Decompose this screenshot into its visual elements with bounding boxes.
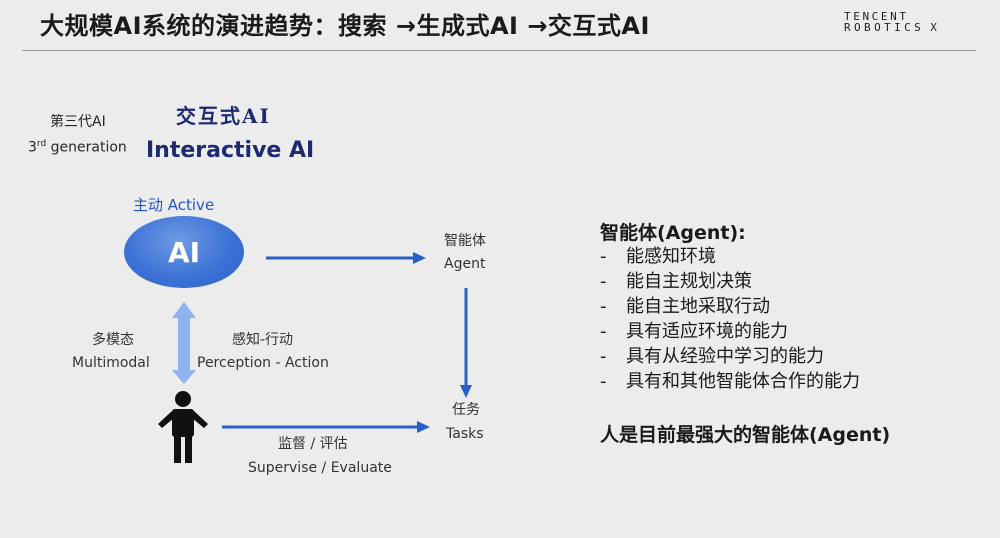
list-item: -具有和其他智能体合作的能力 xyxy=(600,371,860,392)
supervise-label-cn: 监督 / 评估 xyxy=(278,436,348,452)
tasks-label-en: Tasks xyxy=(446,426,484,442)
ai-to-agent-arrow xyxy=(266,252,426,264)
list-item: -具有适应环境的能力 xyxy=(600,321,788,342)
brand-logo: TENCENT ROBOTICS X xyxy=(844,11,940,33)
ai-node-label: AI xyxy=(167,235,201,269)
title-divider xyxy=(22,50,976,51)
tasks-label-cn: 任务 xyxy=(452,402,480,418)
logo-line-1: TENCENT xyxy=(844,10,909,23)
perception-action-label-en: Perception - Action xyxy=(197,355,329,371)
list-item: -能自主规划决策 xyxy=(600,271,752,292)
ai-human-bidirectional-arrow xyxy=(172,302,196,384)
conclusion-text: 人是目前最强大的智能体(Agent) xyxy=(600,424,891,446)
interactive-ai-title-cn: 交互式AI xyxy=(176,104,271,128)
ai-node: AI xyxy=(124,216,244,288)
slide-title: 大规模AI系统的演进趋势：搜索 →生成式AI →交互式AI xyxy=(40,12,650,40)
agent-capability-list: -能感知环境 -能自主规划决策 -能自主地采取行动 -具有适应环境的能力 -具有… xyxy=(600,244,860,394)
generation-label-cn: 第三代AI xyxy=(50,114,106,130)
generation-ordinal: rd xyxy=(36,139,47,149)
active-label: 主动 Active xyxy=(133,196,215,214)
multimodal-label-cn: 多模态 xyxy=(92,332,134,348)
logo-line-2: ROBOTICS xyxy=(844,21,925,34)
human-icon xyxy=(158,391,208,463)
human-to-tasks-arrow xyxy=(222,421,430,433)
logo-x: X xyxy=(930,21,941,34)
interactive-ai-title-en: Interactive AI xyxy=(146,138,315,163)
generation-label-en: 3rd generation xyxy=(28,139,127,156)
list-item: -具有从经验中学习的能力 xyxy=(600,346,824,367)
list-item: -能感知环境 xyxy=(600,246,716,267)
agent-label-cn: 智能体 xyxy=(444,233,486,249)
list-item: -能自主地采取行动 xyxy=(600,296,770,317)
perception-action-label-cn: 感知-行动 xyxy=(232,332,294,348)
multimodal-label-en: Multimodal xyxy=(72,355,150,371)
agent-to-tasks-arrow xyxy=(460,288,472,398)
supervise-label-en: Supervise / Evaluate xyxy=(248,460,392,476)
agent-label-en: Agent xyxy=(444,256,486,272)
agent-heading: 智能体(Agent): xyxy=(600,222,746,244)
